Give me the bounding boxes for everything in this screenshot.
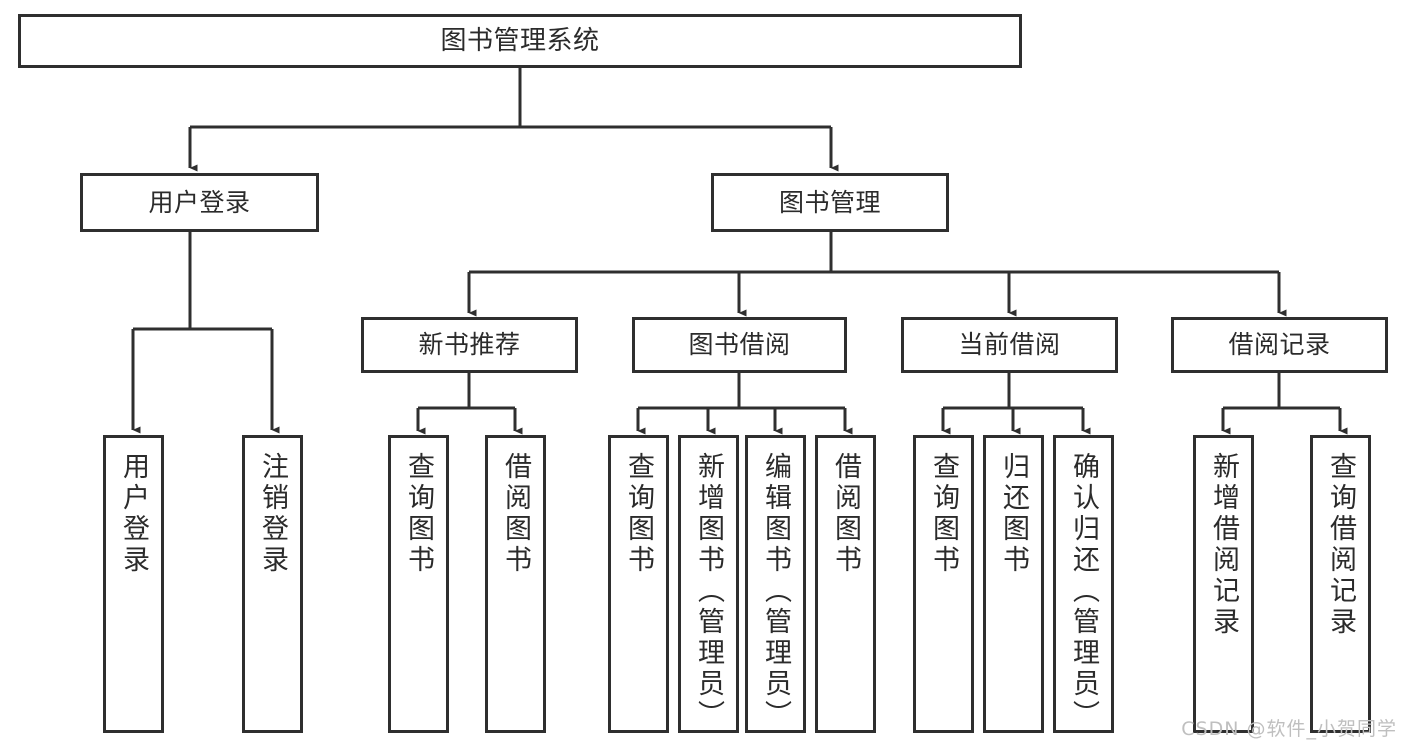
node-label: 查询图书 <box>403 452 434 576</box>
node-label: 编辑图书（管理员） <box>760 452 791 731</box>
node-label: 注销登录 <box>257 452 288 576</box>
node-label: 新增借阅记录 <box>1208 452 1239 638</box>
node-user-login[interactable]: 用户登录 <box>80 173 319 232</box>
node-label: 新书推荐 <box>418 330 521 360</box>
node-new-book-recommend[interactable]: 新书推荐 <box>361 317 578 373</box>
node-label: 借阅图书 <box>500 452 531 576</box>
node-root-system[interactable]: 图书管理系统 <box>18 14 1022 68</box>
node-current-borrow[interactable]: 当前借阅 <box>901 317 1118 373</box>
leaf-return-book[interactable]: 归还图书 <box>983 435 1044 733</box>
leaf-edit-book-admin[interactable]: 编辑图书（管理员） <box>745 435 806 733</box>
node-label: 图书管理 <box>778 187 881 217</box>
node-label: 用户登录 <box>118 452 149 576</box>
leaf-user-login[interactable]: 用户登录 <box>103 435 164 733</box>
node-book-management[interactable]: 图书管理 <box>711 173 949 232</box>
leaf-borrow-book[interactable]: 借阅图书 <box>815 435 876 733</box>
node-label: 确认归还（管理员） <box>1068 452 1099 731</box>
node-label: 当前借阅 <box>958 330 1061 360</box>
node-borrow-record[interactable]: 借阅记录 <box>1171 317 1388 373</box>
watermark: CSDN @软件_小贺同学 <box>1181 718 1397 740</box>
node-label: 新增图书（管理员） <box>693 452 724 731</box>
leaf-query-book-borrow[interactable]: 查询图书 <box>608 435 669 733</box>
node-label: 图书借阅 <box>688 330 791 360</box>
leaf-confirm-return-admin[interactable]: 确认归还（管理员） <box>1053 435 1114 733</box>
node-label: 查询图书 <box>928 452 959 576</box>
node-label: 查询图书 <box>623 452 654 576</box>
node-label: 用户登录 <box>148 187 251 217</box>
node-book-borrow[interactable]: 图书借阅 <box>632 317 847 373</box>
leaf-query-borrow-record[interactable]: 查询借阅记录 <box>1310 435 1371 733</box>
leaf-borrow-book-recommend[interactable]: 借阅图书 <box>485 435 546 733</box>
leaf-query-book-recommend[interactable]: 查询图书 <box>388 435 449 733</box>
node-label: 查询借阅记录 <box>1325 452 1356 638</box>
node-label: 图书管理系统 <box>440 25 600 56</box>
node-label: 借阅记录 <box>1228 330 1331 360</box>
node-label: 归还图书 <box>998 452 1029 576</box>
leaf-user-logout[interactable]: 注销登录 <box>242 435 303 733</box>
node-label: 借阅图书 <box>830 452 861 576</box>
leaf-query-book-current[interactable]: 查询图书 <box>913 435 974 733</box>
leaf-add-borrow-record[interactable]: 新增借阅记录 <box>1193 435 1254 733</box>
leaf-add-book-admin[interactable]: 新增图书（管理员） <box>678 435 739 733</box>
